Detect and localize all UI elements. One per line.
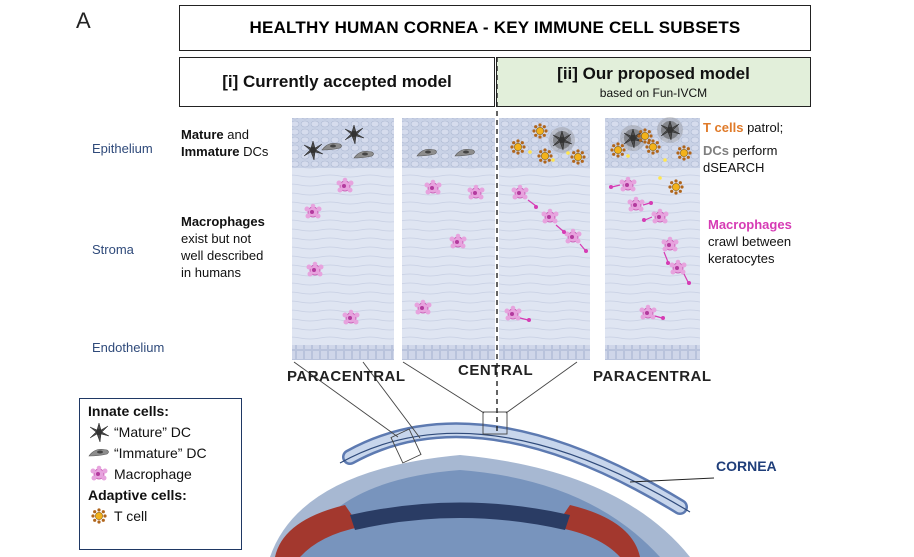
- proposed-cell-note: T cells patrol; DCs perform dSEARCH: [703, 120, 784, 175]
- macrophage-icon: [90, 464, 108, 481]
- magnification-lines: [293, 361, 578, 464]
- proposed-macrophage-note: Macrophages crawl between keratocytes: [708, 217, 792, 266]
- t-cell-icon: [90, 507, 108, 524]
- figure-title: HEALTHY HUMAN CORNEA - KEY IMMUNE CELL S…: [179, 5, 811, 51]
- region-label-right-paracentral: PARACENTRAL: [593, 368, 712, 385]
- legend: Innate cells: “Mature” DC “Immature” DC …: [79, 398, 242, 550]
- legend-immature-dc: “Immature” DC: [88, 442, 233, 463]
- region-label-central: CENTRAL: [458, 362, 534, 379]
- immature-dc-icon: [88, 448, 109, 456]
- stroma-label: Stroma: [92, 242, 134, 257]
- current-model-box: [i] Currently accepted model: [179, 57, 495, 107]
- cornea-pointer-line: [630, 477, 715, 483]
- current-model-label: [i] Currently accepted model: [222, 72, 452, 91]
- legend-mature-dc: “Mature” DC: [88, 421, 233, 442]
- endothelium-label: Endothelium: [92, 340, 165, 355]
- epithelium-label: Epithelium: [92, 141, 153, 156]
- mature-dc-icon: [89, 422, 110, 442]
- dc-note: Mature and Immature DCs: [181, 127, 269, 159]
- panel-center-right: [499, 118, 590, 360]
- proposed-model-sublabel: based on Fun-IVCM: [599, 86, 708, 100]
- panel-center-left: [402, 118, 495, 360]
- panel-letter: A: [76, 8, 91, 33]
- cornea-label: CORNEA: [716, 458, 777, 474]
- legend-t-cell: T cell: [88, 505, 233, 526]
- legend-innate-heading: Innate cells:: [88, 403, 169, 419]
- legend-adaptive-heading: Adaptive cells:: [88, 487, 187, 503]
- legend-macrophage: Macrophage: [88, 463, 233, 484]
- macrophage-note: Macrophages exist but not well described…: [181, 214, 265, 280]
- proposed-model-box: [ii] Our proposed model based on Fun-IVC…: [496, 57, 811, 107]
- proposed-model-label: [ii] Our proposed model: [557, 64, 750, 83]
- region-label-left-paracentral: PARACENTRAL: [287, 368, 406, 385]
- eye-illustration: [270, 422, 691, 557]
- panel-right: [605, 117, 700, 360]
- panel-left: [292, 118, 394, 360]
